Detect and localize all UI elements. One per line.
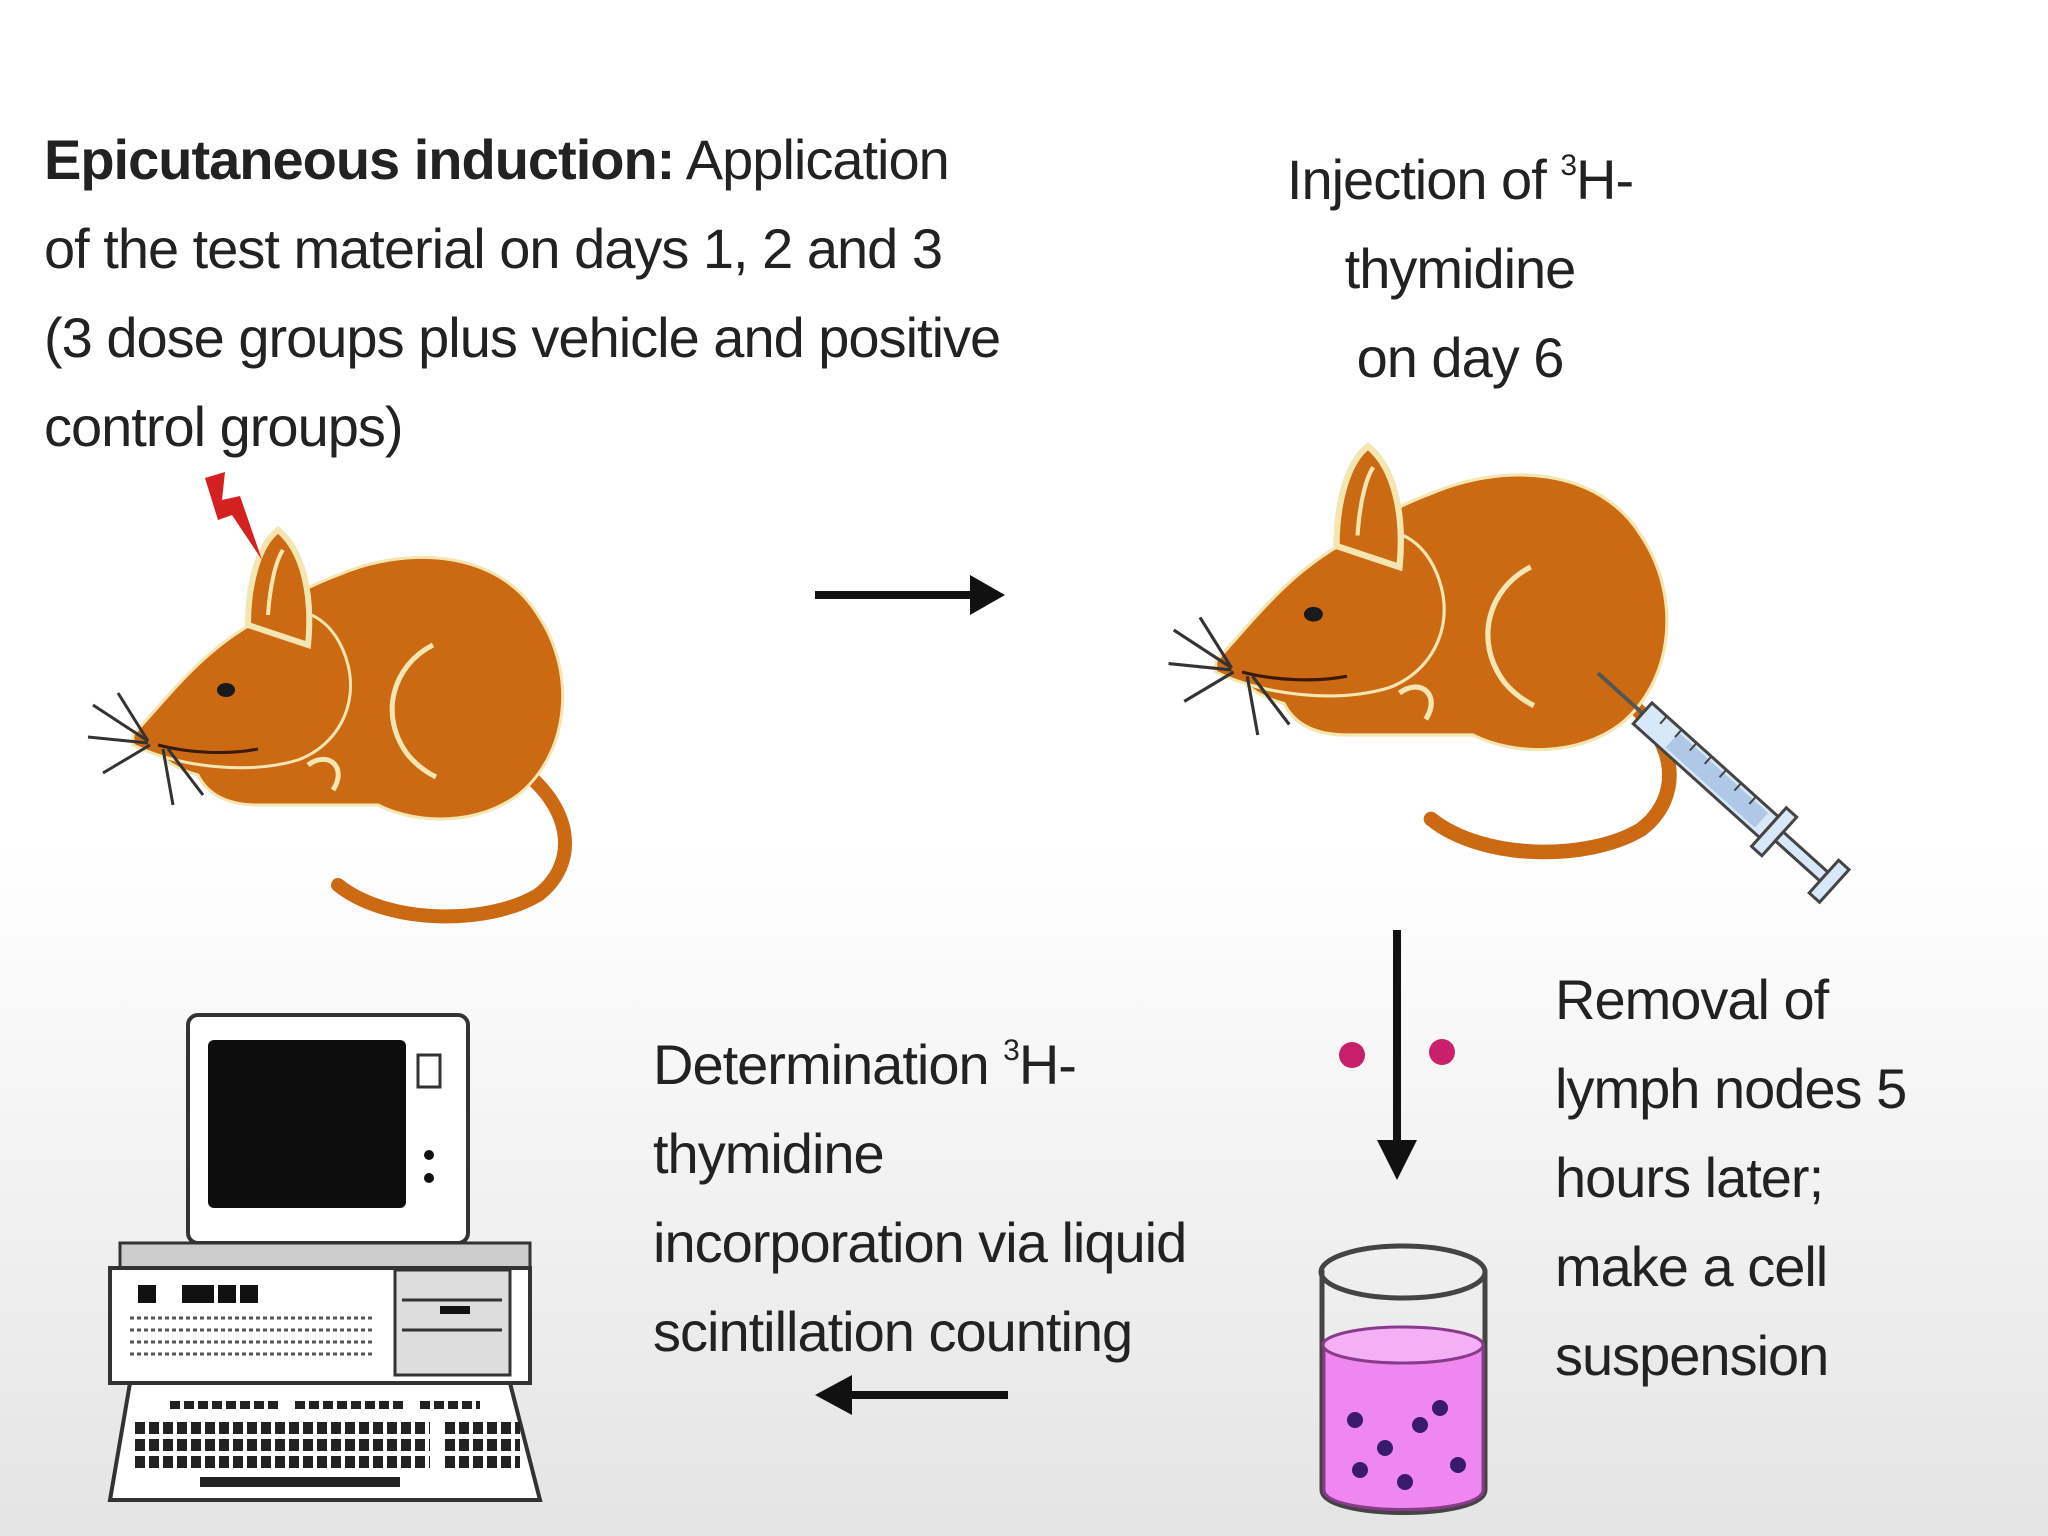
arrow-down-icon [1377, 930, 1417, 1180]
determination-line2: thymidine [653, 1122, 885, 1185]
determination-text: Determination 3H- thymidine incorporatio… [653, 1020, 1187, 1376]
induction-line1: Application [674, 128, 950, 191]
injection-line2: thymidine [1344, 237, 1577, 300]
induction-heading: Epicutaneous induction: [44, 128, 675, 191]
beaker-icon [1318, 1243, 1488, 1515]
determination-line3: incorporation via liquid [653, 1211, 1187, 1274]
removal-line1: Removal of [1555, 968, 1829, 1031]
removal-line5: suspension [1555, 1324, 1829, 1387]
cell-dot-left-icon [1339, 1042, 1365, 1068]
induction-line4: control groups) [44, 395, 404, 458]
injection-text: Injection of 3H- thymidine on day 6 [1220, 135, 1700, 402]
injection-line3: on day 6 [1356, 326, 1565, 389]
computer-icon [107, 1013, 543, 1502]
removal-line2: lymph nodes 5 [1555, 1057, 1907, 1120]
arrow-left-icon [815, 1375, 1008, 1415]
determination-line4: scintillation counting [653, 1300, 1133, 1363]
injection-line1-pre: Injection of [1286, 148, 1561, 211]
removal-line3: hours later; [1555, 1146, 1824, 1209]
determination-line1-post: H- [1018, 1033, 1077, 1096]
syringe-icon [1596, 671, 1852, 905]
cell-dot-right-icon [1429, 1039, 1455, 1065]
mouse-1-icon [88, 530, 565, 916]
induction-line2: of the test material on days 1, 2 and 3 [44, 217, 943, 280]
determination-line1-pre: Determination [653, 1033, 1004, 1096]
induction-text: Epicutaneous induction: Application of t… [44, 115, 1001, 471]
mouse-2-icon [1169, 446, 1670, 852]
removal-line4: make a cell [1555, 1235, 1828, 1298]
red-mark-icon [205, 472, 262, 560]
injection-line1-post: H- [1576, 148, 1634, 211]
induction-line3: (3 dose groups plus vehicle and positive [44, 306, 1001, 369]
determination-sup: 3 [1003, 1034, 1020, 1067]
injection-sup: 3 [1560, 149, 1577, 182]
removal-text: Removal of lymph nodes 5 hours later; ma… [1555, 955, 1907, 1400]
arrow-right-icon [815, 575, 1005, 615]
